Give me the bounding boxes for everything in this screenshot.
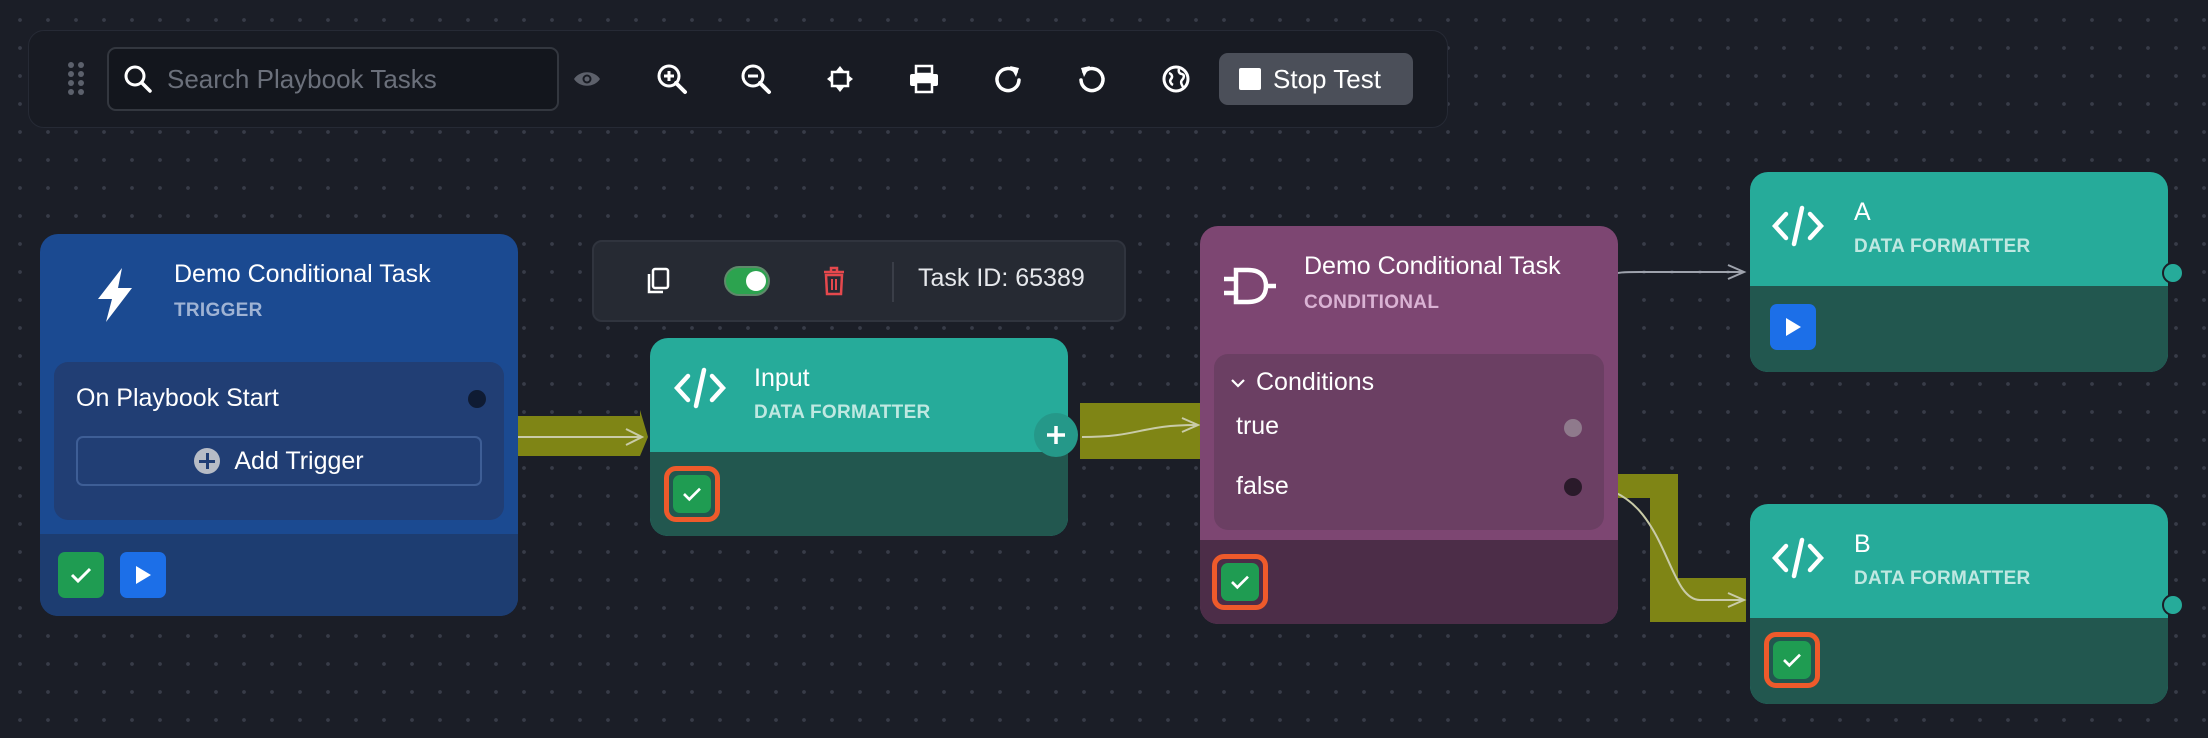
node-b[interactable]: B DATA FORMATTER <box>1750 504 2168 704</box>
add-icon <box>194 448 221 474</box>
input-title: Input <box>754 364 810 392</box>
print-icon[interactable] <box>898 53 950 105</box>
trigger-events-panel: On Playbook Start Add Trigger <box>54 362 504 520</box>
conditional-title: Demo Conditional Task <box>1304 252 1561 280</box>
input-type: DATA FORMATTER <box>754 402 931 423</box>
success-check-icon[interactable] <box>58 552 104 598</box>
trigger-event-label: On Playbook Start <box>76 384 279 412</box>
play-button[interactable] <box>1770 304 1816 350</box>
conditional-node[interactable]: Demo Conditional Task CONDITIONAL Condit… <box>1200 226 1618 624</box>
node-b-output-port[interactable] <box>2162 594 2184 616</box>
trigger-footer <box>40 534 518 616</box>
eye-icon[interactable] <box>561 53 613 105</box>
node-b-footer <box>1750 618 2168 704</box>
task-enabled-toggle[interactable] <box>724 266 770 296</box>
input-node[interactable]: Input DATA FORMATTER <box>650 338 1068 536</box>
node-a[interactable]: A DATA FORMATTER <box>1750 172 2168 372</box>
zoom-out-icon[interactable] <box>730 53 782 105</box>
trigger-node[interactable]: Demo Conditional Task TRIGGER On Playboo… <box>40 234 518 616</box>
stop-test-label: Stop Test <box>1273 63 1381 94</box>
success-check-icon[interactable] <box>1212 554 1268 610</box>
chevron-down-icon <box>1231 378 1245 388</box>
conditions-panel: Conditions true false <box>1214 354 1604 530</box>
search-icon <box>123 64 153 94</box>
add-node-icon[interactable] <box>1034 413 1078 457</box>
code-icon <box>1772 204 1824 248</box>
lightning-icon <box>92 266 138 324</box>
node-a-footer <box>1750 286 2168 372</box>
node-a-title: A <box>1854 198 1871 226</box>
delete-icon[interactable] <box>822 266 846 296</box>
branch-false-label: false <box>1236 472 1289 500</box>
canvas-toolbar: Stop Test <box>28 30 1448 128</box>
stop-icon <box>1239 68 1261 90</box>
copy-icon[interactable] <box>646 267 670 295</box>
branch-false-port[interactable] <box>1564 478 1582 496</box>
conditional-footer <box>1200 540 1618 624</box>
conditions-header[interactable]: Conditions <box>1230 368 1374 397</box>
plug-icon <box>1222 266 1278 306</box>
branch-true-port[interactable] <box>1564 419 1582 437</box>
node-a-type: DATA FORMATTER <box>1854 236 2031 257</box>
trigger-title: Demo Conditional Task <box>174 260 431 288</box>
edge-trigger-to-input <box>518 410 648 456</box>
success-check-icon[interactable] <box>1764 632 1820 688</box>
branch-true-label: true <box>1236 412 1280 440</box>
edge-false-to-b <box>1584 474 1746 622</box>
trigger-output-port[interactable] <box>468 390 486 408</box>
add-trigger-label: Add Trigger <box>234 446 364 475</box>
task-id-label: Task ID: 65389 <box>918 264 1085 292</box>
search-input[interactable] <box>167 49 537 109</box>
play-button[interactable] <box>120 552 166 598</box>
undo-icon[interactable] <box>1066 53 1118 105</box>
search-box <box>107 47 559 111</box>
redo-icon[interactable] <box>982 53 1034 105</box>
code-icon <box>674 366 726 410</box>
divider <box>892 262 894 302</box>
code-icon <box>1772 536 1824 580</box>
globe-icon[interactable] <box>1150 53 1202 105</box>
zoom-in-icon[interactable] <box>646 53 698 105</box>
success-check-icon[interactable] <box>664 466 720 522</box>
stop-test-button[interactable]: Stop Test <box>1219 53 1413 105</box>
node-b-title: B <box>1854 530 1871 558</box>
trigger-type: TRIGGER <box>174 300 263 321</box>
conditions-label: Conditions <box>1256 368 1375 396</box>
add-trigger-button[interactable]: Add Trigger <box>76 436 482 486</box>
node-a-output-port[interactable] <box>2162 262 2184 284</box>
conditional-type: CONDITIONAL <box>1304 292 1440 313</box>
task-action-bar: Task ID: 65389 <box>592 240 1126 322</box>
node-b-type: DATA FORMATTER <box>1854 568 2031 589</box>
input-footer <box>650 452 1068 536</box>
fit-view-icon[interactable] <box>814 53 866 105</box>
drag-handle-icon[interactable] <box>67 61 85 95</box>
